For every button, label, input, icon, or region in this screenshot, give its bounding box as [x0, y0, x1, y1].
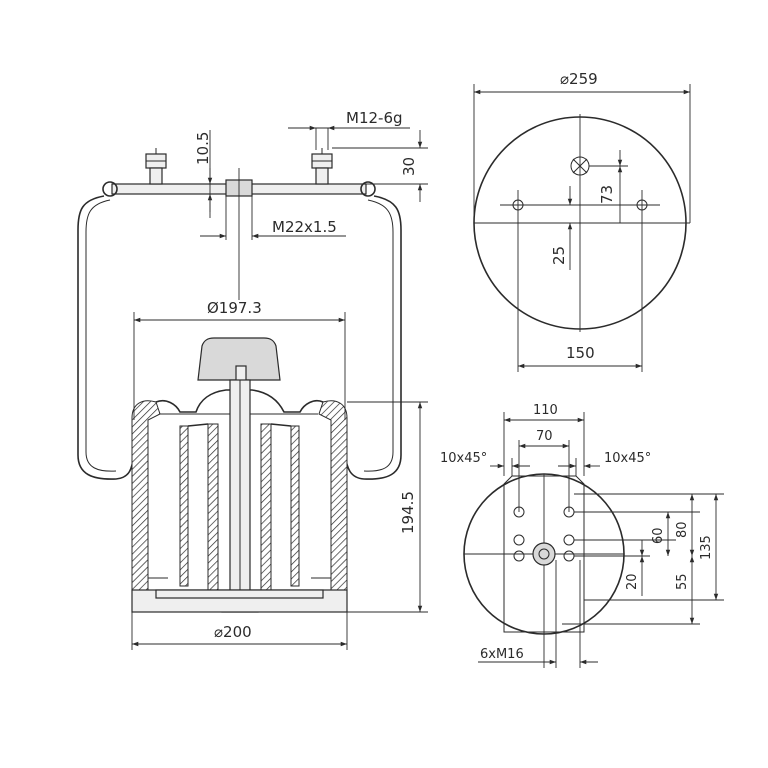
- dim-stud-thread: M12-6g: [346, 109, 403, 127]
- top-view: ⌀259 73 25 150: [473, 70, 691, 372]
- dim-stud-height: 30: [400, 157, 418, 176]
- dim-threads: 6xM16: [480, 647, 524, 662]
- dim-80: 80: [675, 521, 690, 538]
- piston-wall-left: [131, 400, 161, 611]
- thread-hole-3: [513, 534, 525, 546]
- dim-width-70: 70: [536, 429, 553, 444]
- dim-chamfer-right: 10x45°: [604, 451, 651, 466]
- bumper: [197, 337, 281, 381]
- plate-curl-left: [102, 181, 118, 197]
- bellow-outline-right: [344, 195, 402, 480]
- plate-curl-right: [360, 181, 376, 197]
- stud-left: [145, 148, 167, 185]
- dim-55: 55: [675, 573, 690, 590]
- dim-center-thread: M22x1.5: [272, 218, 337, 236]
- bellow-outline: [77, 195, 135, 480]
- thread-hole-4: [563, 534, 575, 546]
- dim-width-110: 110: [533, 403, 558, 418]
- thread-hole-5: [513, 550, 525, 562]
- dim-top-plate-offset: 10.5: [194, 132, 212, 165]
- dim-offset-25: 25: [550, 246, 568, 265]
- center-bolt-icon: [532, 542, 556, 566]
- dim-135: 135: [699, 535, 714, 560]
- dim-60: 60: [651, 527, 666, 544]
- side-view: 10.5 M12-6g 30 M22x1.5 Ø197.3 194.5: [77, 109, 428, 650]
- stud-right: [311, 148, 333, 185]
- dim-height: 194.5: [399, 491, 417, 534]
- dim-stud-spacing: 150: [566, 344, 595, 362]
- dim-chamfer-left: 10x45°: [440, 451, 487, 466]
- dim-plate-diameter: ⌀259: [560, 70, 598, 88]
- dim-piston-diameter: ⌀200: [214, 623, 252, 641]
- dim-20: 20: [625, 573, 640, 590]
- dim-offset-73: 73: [598, 185, 616, 204]
- thread-hole-6: [563, 550, 575, 562]
- dim-bellow-diameter: Ø197.3: [207, 299, 262, 317]
- bottom-view: 110 70 10x45° 10x45° 60 80 135: [440, 403, 724, 668]
- piston-wall-right: [318, 400, 348, 611]
